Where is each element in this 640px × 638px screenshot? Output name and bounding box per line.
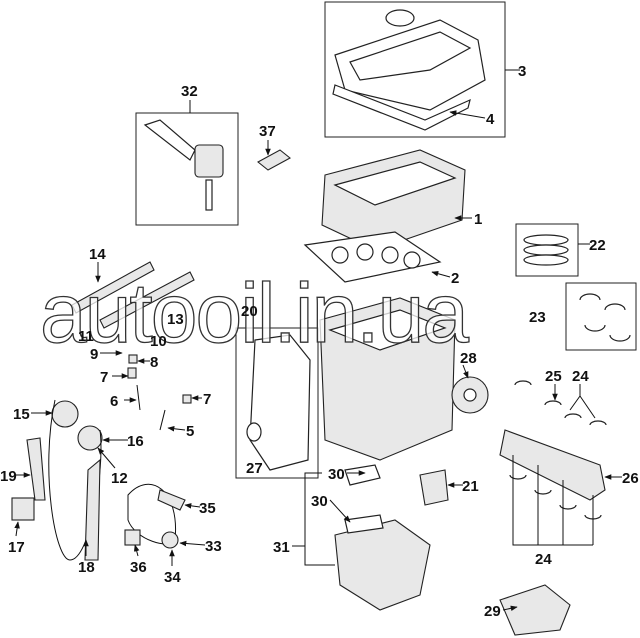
callout-11: 11 — [78, 328, 94, 345]
callout-15: 15 — [13, 406, 30, 423]
callout-30: 30 — [328, 466, 345, 483]
vvt-group-box — [135, 112, 239, 226]
camshafts — [71, 261, 195, 329]
piston-ring-box — [515, 223, 579, 277]
callout-12: 12 — [111, 470, 128, 487]
head-gasket — [303, 231, 442, 283]
callout-labels: 3 4 32 37 1 22 14 2 23 13 20 11 10 9 8 2… — [0, 63, 639, 620]
callout-33: 33 — [205, 538, 222, 555]
balance-shaft — [499, 584, 571, 636]
callout-13: 13 — [167, 311, 184, 328]
callout-24: 24 — [572, 368, 589, 385]
engine-block — [319, 297, 456, 461]
callout-37: 37 — [259, 123, 276, 140]
callout-29: 29 — [484, 603, 501, 620]
callout-3: 3 — [518, 63, 526, 80]
callout-30b: 30 — [311, 493, 328, 510]
valve-keeper-2 — [127, 367, 137, 379]
callout-35: 35 — [199, 500, 216, 517]
piston-rings — [523, 234, 569, 266]
rear-seal-retainer — [419, 469, 449, 506]
callout-17: 17 — [8, 539, 25, 556]
callout-19: 19 — [0, 468, 17, 485]
oil-pump-chain-guide — [157, 489, 186, 511]
cam-sprocket-2 — [77, 425, 103, 451]
tensioner-arm — [84, 458, 101, 561]
callout-14: 14 — [89, 246, 106, 263]
cylinder-head — [321, 149, 466, 251]
valve-seal — [128, 354, 138, 364]
valve-cover — [332, 9, 486, 131]
valve-keeper — [182, 394, 192, 404]
oil-pump-sprocket — [161, 531, 179, 549]
strainer — [344, 514, 384, 534]
chain-guide — [26, 437, 46, 501]
callout-10: 10 — [150, 333, 167, 350]
callout-34: 34 — [164, 569, 181, 586]
front-seal — [246, 422, 262, 442]
chain-tensioner — [11, 497, 35, 521]
callout-24b: 24 — [535, 551, 552, 568]
callout-9: 9 — [90, 346, 98, 363]
oil-pump-tensioner — [124, 529, 141, 546]
cam-sprocket — [51, 400, 79, 428]
callout-1: 1 — [474, 211, 482, 228]
callout-18: 18 — [78, 559, 95, 576]
callout-5: 5 — [186, 423, 194, 440]
oil-control-valve — [143, 119, 224, 211]
callout-20: 20 — [241, 303, 258, 320]
rod-bearings — [579, 293, 631, 342]
callout-21: 21 — [462, 478, 479, 495]
callout-31: 31 — [273, 539, 290, 556]
timing-cover-group-box — [235, 327, 319, 479]
exhaust-valve — [159, 409, 166, 431]
tensioner-bracket — [257, 149, 291, 171]
callout-25: 25 — [545, 368, 562, 385]
crankshaft — [499, 429, 606, 501]
baffle — [344, 464, 381, 486]
intake-valve — [136, 384, 141, 411]
callout-32: 32 — [181, 83, 198, 100]
callout-7: 7 — [100, 369, 108, 386]
callout-28: 28 — [460, 350, 477, 367]
callout-7b: 7 — [203, 391, 211, 408]
main-bearings — [509, 380, 607, 520]
callout-4: 4 — [486, 111, 495, 128]
callout-2: 2 — [451, 270, 459, 287]
callout-8: 8 — [150, 354, 158, 371]
callout-26: 26 — [622, 470, 639, 487]
oil-pan — [334, 519, 431, 611]
callout-23: 23 — [529, 309, 546, 326]
rod-bearing-box — [565, 282, 637, 351]
callout-6: 6 — [110, 393, 118, 410]
watermark: autooil.in.ua — [40, 266, 469, 360]
callout-27: 27 — [246, 460, 263, 477]
callout-16: 16 — [127, 433, 144, 450]
callout-36: 36 — [130, 559, 147, 576]
leader-lines — [14, 69, 622, 612]
callout-22: 22 — [589, 237, 606, 254]
